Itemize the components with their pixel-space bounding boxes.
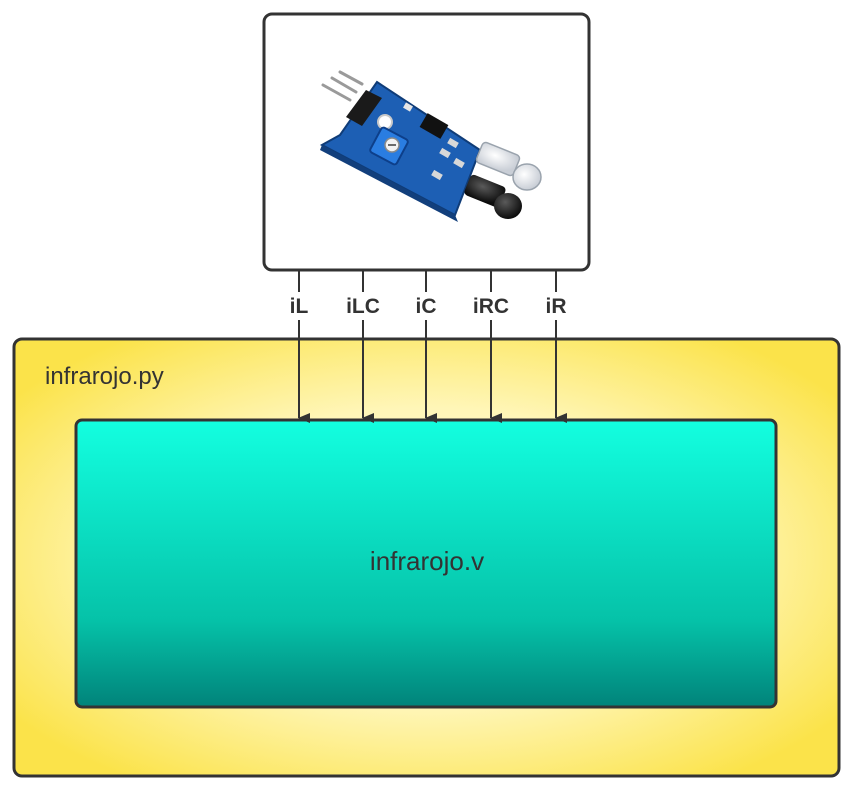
signal-label-iLC: iLC (346, 295, 380, 318)
signal-iRC: iRC (468, 270, 514, 423)
infrared-sensor-module-image (319, 70, 542, 222)
signal-iR: iR (540, 270, 572, 423)
signal-label-iL: iL (290, 295, 309, 318)
signal-iL: iL (283, 270, 315, 423)
sensor-node (262, 12, 591, 272)
signal-label-iC: iC (416, 295, 437, 318)
signal-arrows: iL iLC iC iRC iR (283, 270, 572, 423)
signal-label-iRC: iRC (473, 295, 509, 318)
signal-label-iR: iR (546, 295, 567, 318)
signal-iC: iC (410, 270, 442, 423)
inner-module: infrarojo.v (74, 418, 778, 709)
outer-module-label: infrarojo.py (45, 363, 164, 390)
inner-module-label: infrarojo.v (370, 546, 484, 576)
signal-iLC: iLC (341, 270, 385, 423)
